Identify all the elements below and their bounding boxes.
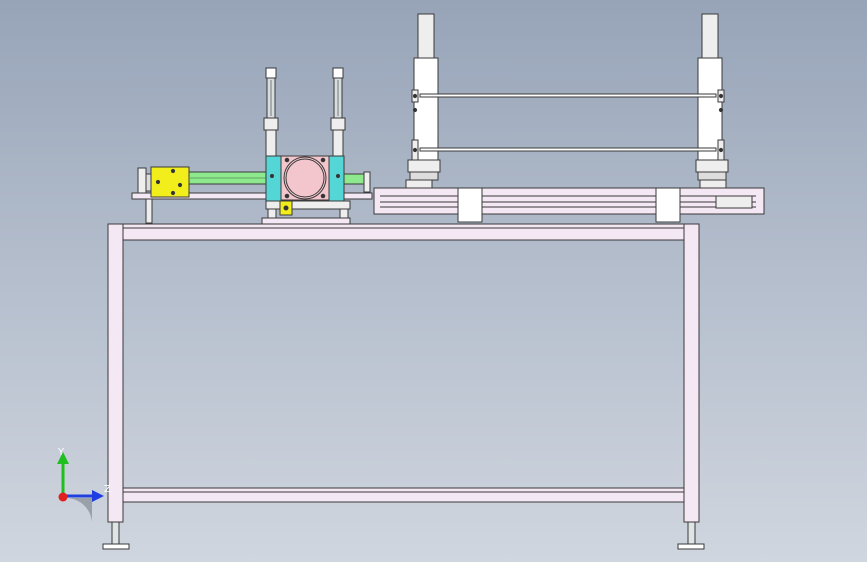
frame-leg-left[interactable] bbox=[107, 223, 124, 523]
lifting-head-module[interactable] bbox=[261, 67, 351, 225]
rack-crossbar-lower[interactable] bbox=[419, 147, 717, 152]
triad-y-label: Y bbox=[57, 447, 65, 458]
rack-carriage-right[interactable] bbox=[655, 187, 681, 223]
leveling-foot-left[interactable] bbox=[102, 521, 130, 550]
leveling-foot-right[interactable] bbox=[677, 521, 705, 550]
frame-top-plate[interactable] bbox=[107, 223, 699, 241]
head-disc[interactable] bbox=[285, 158, 325, 198]
guide-cylinder-right[interactable] bbox=[330, 67, 346, 157]
frame-lower-beam[interactable] bbox=[122, 487, 685, 503]
triad-z-label: Z bbox=[104, 484, 111, 495]
transfer-rack-module[interactable] bbox=[373, 13, 765, 223]
guide-cylinder-left[interactable] bbox=[263, 67, 279, 157]
rack-upright-right[interactable] bbox=[695, 13, 729, 189]
rack-crossbar-upper[interactable] bbox=[419, 93, 717, 98]
coordinate-triad: Y Z bbox=[57, 447, 111, 524]
feed-cylinder-module[interactable] bbox=[131, 166, 373, 224]
frame-leg-right[interactable] bbox=[683, 223, 700, 523]
rack-upright-left[interactable] bbox=[405, 13, 441, 189]
rack-slide-rail[interactable] bbox=[373, 187, 765, 215]
machine-frame[interactable] bbox=[102, 223, 705, 550]
rack-carriage-left[interactable] bbox=[457, 187, 483, 223]
